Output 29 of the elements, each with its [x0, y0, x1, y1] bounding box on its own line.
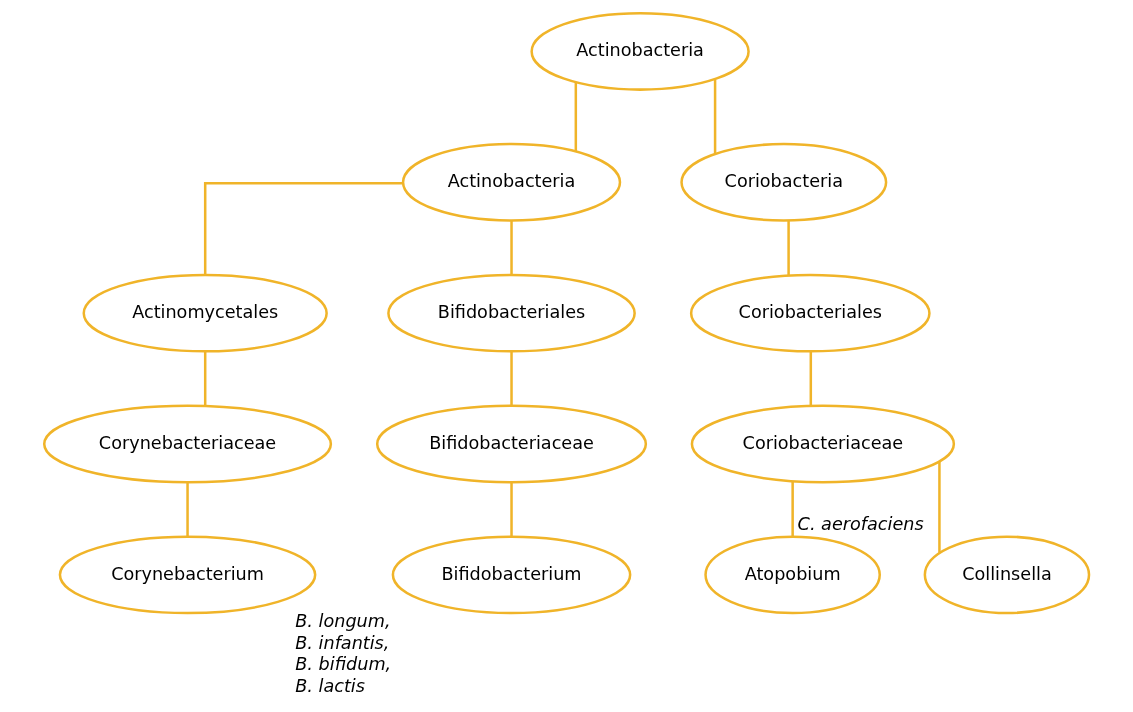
connector — [791, 481, 794, 537]
node-ellipse: Corynebacteriaceae — [42, 404, 333, 484]
node-ellipse: Corynebacterium — [58, 535, 317, 615]
node-ellipse: Coriobacteria — [680, 142, 888, 222]
node-ellipse: Actinomycetales — [82, 273, 328, 353]
node-ellipse: Actinobacteria — [530, 11, 750, 91]
connector — [203, 182, 403, 275]
node-ellipse: Collinsella — [923, 535, 1091, 615]
connector — [809, 351, 813, 406]
node-label: C. aerofaciens — [797, 513, 924, 534]
connector — [938, 461, 941, 553]
node-label: B. infantis, — [295, 632, 390, 653]
node-label: B. bifidum, — [295, 654, 392, 675]
connector — [713, 79, 717, 154]
connector — [787, 220, 790, 276]
connector — [186, 482, 189, 537]
node-ellipse: Atopobium — [704, 535, 881, 615]
connector — [574, 82, 578, 152]
connector — [510, 482, 513, 537]
node-ellipse: Actinobacteria — [401, 142, 622, 222]
node-ellipse: Bifidobacterium — [391, 535, 632, 615]
node-ellipse: Coriobacteriaceae — [690, 404, 956, 484]
node-ellipse: Coriobacteriales — [689, 273, 931, 353]
node-ellipse: Bifidobacteriales — [387, 273, 636, 353]
connector — [203, 351, 207, 406]
connector — [510, 220, 513, 275]
node-ellipse: Bifidobacteriaceae — [375, 404, 648, 484]
connector — [510, 351, 513, 406]
node-label: B. lactis — [295, 675, 365, 696]
